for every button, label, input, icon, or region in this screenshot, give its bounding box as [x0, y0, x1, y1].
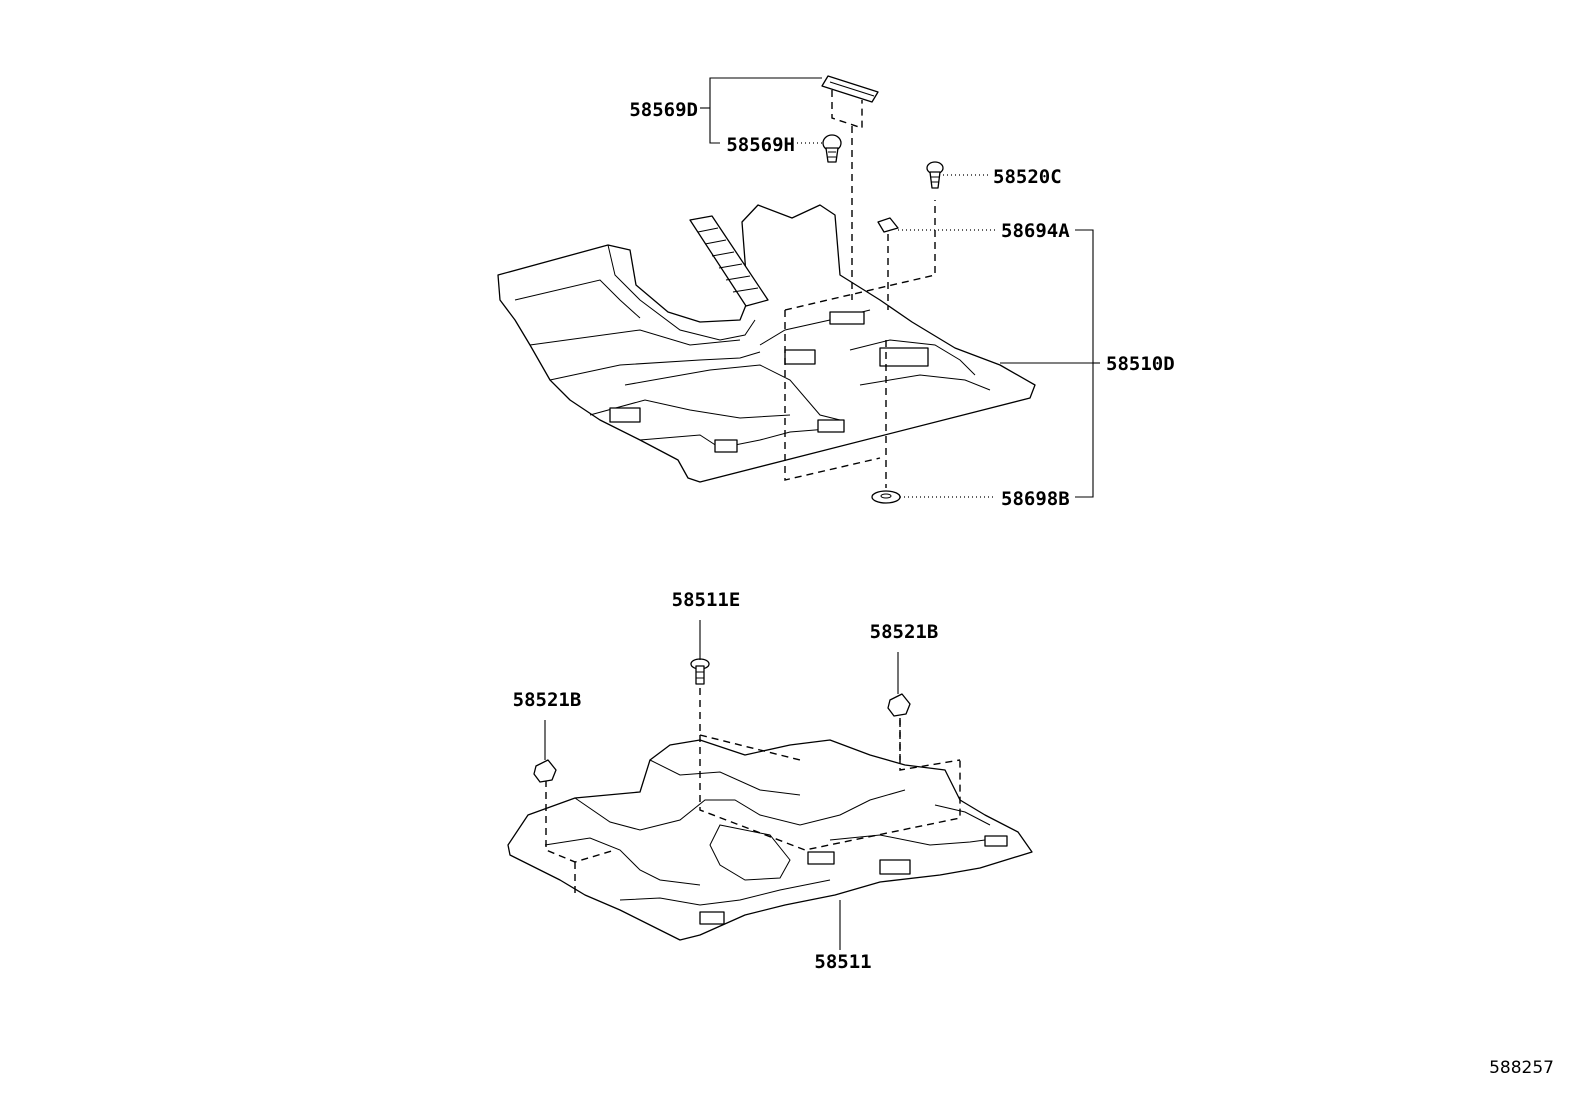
label-58569H: 58569H: [726, 134, 795, 156]
label-58694A: 58694A: [1001, 220, 1070, 242]
label-58521B-right: 58521B: [870, 621, 939, 643]
clip-58521B-right: [887, 693, 911, 760]
clip-58569H: [822, 134, 842, 163]
clip-58520C: [926, 161, 944, 189]
clip-58521B-left: [533, 759, 557, 783]
leader-lines-upper: [700, 77, 1100, 498]
floor-carpet-58510D: [497, 200, 1036, 483]
bolt-58511E: [690, 658, 710, 735]
label-58520C: 58520C: [993, 166, 1062, 188]
label-58511E: 58511E: [672, 589, 741, 611]
part-labels: 58569D 58569H 58520C 58694A 58510D 58698…: [513, 99, 1554, 1078]
label-58698B: 58698B: [1001, 488, 1070, 510]
floor-plate-58569D: [821, 75, 879, 300]
heel-pad-hatching: [697, 227, 759, 293]
label-58511: 58511: [814, 951, 871, 973]
label-58521B-left: 58521B: [513, 689, 582, 711]
diagram-reference-number: 588257: [1489, 1058, 1554, 1078]
floor-silencer-58511: [507, 720, 1033, 941]
leader-lines-lower: [544, 620, 899, 950]
label-58569D: 58569D: [629, 99, 698, 121]
label-58510D: 58510D: [1106, 353, 1175, 375]
clip-58694A: [877, 217, 899, 310]
